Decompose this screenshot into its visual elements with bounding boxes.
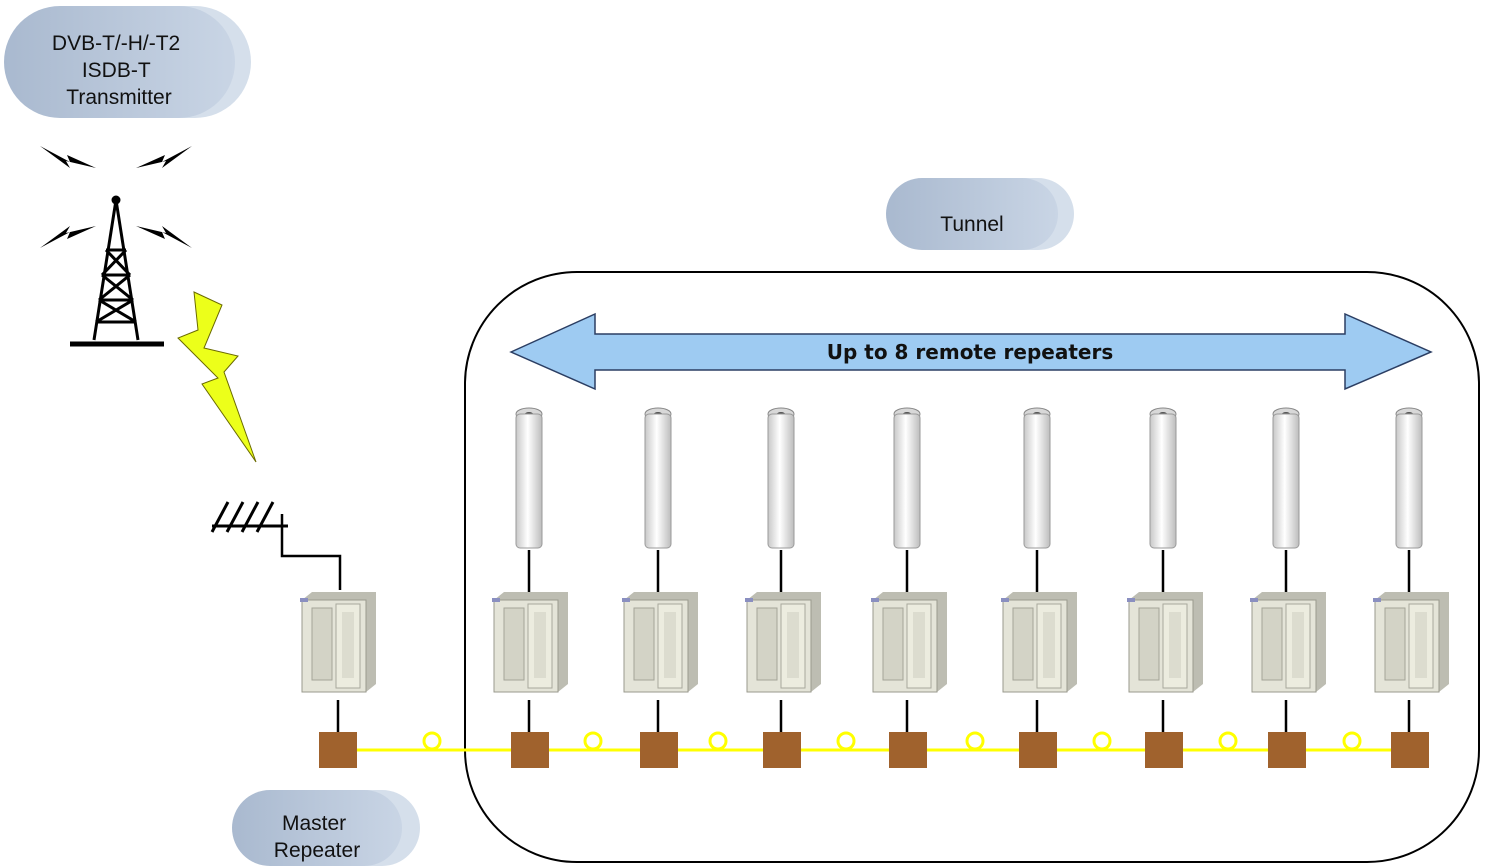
range-arrow: Up to 8 remote repeaters	[509, 312, 1433, 391]
tunnel-outline	[464, 271, 1480, 863]
fiber-interface-box	[1391, 732, 1429, 768]
fiber-interface-box	[640, 732, 678, 768]
remote-repeater-1	[491, 407, 569, 768]
fiber-interface-box	[319, 732, 357, 768]
remote-repeater-2	[621, 407, 699, 768]
master-label-line1: Master	[282, 812, 346, 835]
transmitter-bubble: DVB-T/-H/-T2 ISDB-T Transmitter	[4, 6, 251, 118]
tunnel-label: Tunnel	[940, 213, 1003, 236]
master-label-line2: Repeater	[274, 839, 360, 862]
transmitter-label-line1: DVB-T/-H/-T2	[52, 32, 180, 55]
radio-link-bolt-icon	[177, 291, 257, 463]
svg-text:Master Repeater: Master Repeater	[274, 812, 360, 862]
remote-repeater-8	[1372, 407, 1450, 768]
transmitter-tower-icon	[70, 195, 164, 347]
remote-repeater-3	[744, 407, 822, 768]
fiber-interface-box	[889, 732, 927, 768]
fiber-coils	[422, 731, 1362, 751]
transmitter-label-line2: ISDB-T	[82, 59, 151, 82]
fiber-interface-box	[1268, 732, 1306, 768]
transmitter-label-line3: Transmitter	[66, 86, 171, 109]
remote-repeater-4	[870, 407, 948, 768]
fiber-interface-box	[1145, 732, 1183, 768]
fiber-interface-box	[511, 732, 549, 768]
fiber-interface-box	[1019, 732, 1057, 768]
remote-repeater-7	[1249, 407, 1327, 768]
master-repeater	[299, 591, 377, 768]
remote-repeater-5	[1000, 407, 1078, 768]
range-arrow-label: Up to 8 remote repeaters	[827, 340, 1113, 364]
master-repeater-bubble: Master Repeater	[232, 790, 420, 866]
tunnel-bubble: Tunnel	[886, 178, 1074, 250]
svg-text:DVB-T/-H/-T2 ISDB-T: DVB-T/-H/-T2 ISDB-T Transmitter	[52, 32, 186, 109]
fiber-interface-box	[763, 732, 801, 768]
remote-repeater-6	[1126, 407, 1204, 768]
receive-antenna-icon	[210, 501, 342, 590]
